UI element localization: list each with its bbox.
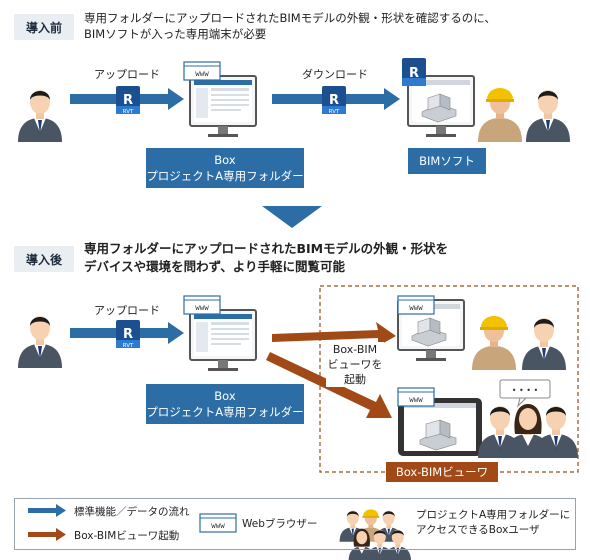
legend-web-browser: Webブラウザー bbox=[242, 518, 318, 530]
user-icon bbox=[522, 318, 566, 370]
after-description-line2: デバイスや環境を問わず、より手軽に閲覧可能 bbox=[84, 259, 346, 274]
box-folder-label: Box プロジェクトA専用フォルダー bbox=[146, 384, 304, 424]
before-description-line2: BIMソフトが入った専用端末が必要 bbox=[84, 27, 267, 41]
flow-arrow-tail bbox=[138, 328, 170, 338]
viewer-launch-label: Box-BIM ビューワを 起動 bbox=[326, 342, 384, 387]
legend-viewer-launch: Box-BIMビューワ起動 bbox=[74, 530, 180, 542]
box-bim-viewer-label: Box-BIMビューワ bbox=[386, 462, 498, 482]
www-text: www bbox=[409, 303, 423, 312]
flow-arrow bbox=[70, 94, 116, 104]
box-folder-label-line2: プロジェクトA専用フォルダー bbox=[146, 405, 304, 419]
rvt-text: RVT bbox=[123, 343, 134, 349]
legend-users-line1: プロジェクトA専用フォルダーに bbox=[416, 509, 571, 521]
flow-arrow-tail bbox=[138, 94, 170, 104]
flow-arrow bbox=[272, 94, 322, 104]
rvt-text: RVT bbox=[329, 109, 340, 115]
rvt-letter: R bbox=[409, 66, 419, 81]
flow-arrow bbox=[70, 328, 116, 338]
before-description: 専用フォルダーにアップロードされたBIMモデルの外観・形状を確認するのに、 BI… bbox=[84, 10, 584, 42]
after-tag: 導入後 bbox=[14, 246, 74, 272]
legend-blue-arrow bbox=[28, 508, 58, 513]
www-text: www bbox=[195, 69, 209, 78]
monitor-icon bbox=[189, 309, 257, 372]
www-text: www bbox=[195, 303, 209, 312]
box-folder-label-line1: Box bbox=[214, 153, 236, 167]
upload-label: アップロード bbox=[94, 304, 160, 317]
flow-arrow-tail bbox=[346, 94, 386, 104]
legend-standard-flow: 標準機能／データの流れ bbox=[74, 506, 190, 518]
box-folder-label-line2: プロジェクトA専用フォルダー bbox=[146, 169, 304, 183]
bim-software-label: BIMソフト bbox=[408, 148, 486, 174]
box-folder-label-line1: Box bbox=[214, 389, 236, 403]
legend bbox=[14, 498, 576, 550]
download-label: ダウンロード bbox=[302, 68, 368, 81]
user-icon bbox=[18, 90, 62, 142]
flow-arrow-head bbox=[168, 322, 184, 344]
speech-dots: • • • • bbox=[512, 386, 539, 395]
viewer-launch-line3: 起動 bbox=[344, 373, 366, 386]
legend-users-line2: アクセスできるBoxユーザ bbox=[416, 524, 540, 536]
rvt-letter: R bbox=[329, 93, 339, 108]
box-folder-label: Box プロジェクトA専用フォルダー bbox=[146, 148, 304, 188]
rvt-text: RVT bbox=[123, 109, 134, 115]
before-description-line1: 専用フォルダーにアップロードされたBIMモデルの外観・形状を確認するのに、 bbox=[84, 11, 496, 25]
legend-blue-arrow-head bbox=[56, 504, 66, 517]
flow-arrow-head bbox=[168, 88, 184, 110]
legend-brown-arrow bbox=[28, 532, 58, 537]
transition-arrow bbox=[262, 206, 322, 228]
worker-icon bbox=[472, 316, 516, 370]
monitor-icon bbox=[189, 75, 257, 138]
www-text: www bbox=[409, 395, 423, 404]
viewer-launch-line2: ビューワを bbox=[327, 358, 383, 371]
after-description: 専用フォルダーにアップロードされたBIMモデルの外観・形状を デバイスや環境を問… bbox=[84, 240, 584, 276]
rvt-letter: R bbox=[123, 93, 133, 108]
legend-users: プロジェクトA専用フォルダーに アクセスできるBoxユーザ bbox=[416, 508, 570, 538]
flow-arrow-head bbox=[384, 88, 400, 110]
after-description-line1: 専用フォルダーにアップロードされたBIMモデルの外観・形状を bbox=[84, 241, 449, 256]
user-icon bbox=[526, 90, 570, 142]
viewer-launch-arrow bbox=[272, 322, 396, 346]
www-text: www bbox=[211, 521, 225, 530]
upload-label: アップロード bbox=[94, 68, 160, 81]
rvt-letter: R bbox=[123, 327, 133, 342]
user-icon bbox=[18, 316, 62, 368]
worker-icon bbox=[478, 88, 522, 142]
legend-brown-arrow-head bbox=[56, 528, 66, 541]
before-tag: 導入前 bbox=[14, 14, 74, 40]
viewer-launch-line1: Box-BIM bbox=[332, 343, 378, 356]
